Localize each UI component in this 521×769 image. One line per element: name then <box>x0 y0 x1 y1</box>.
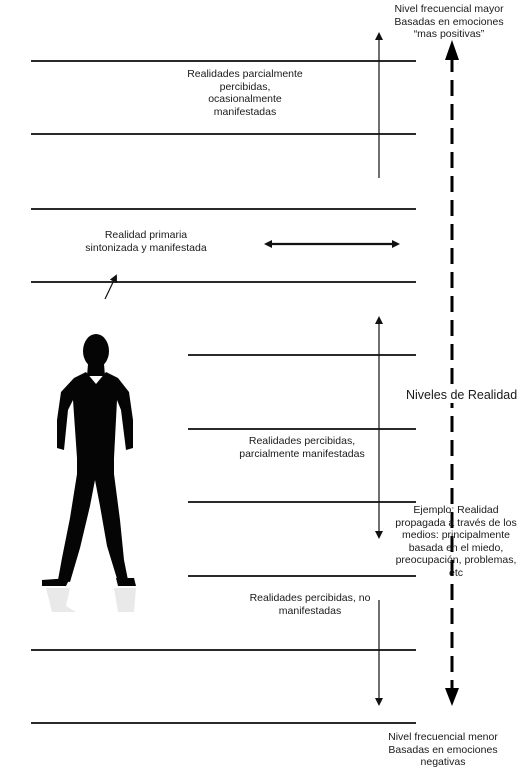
example-line-2: propagada a través de los <box>395 516 517 529</box>
bottom-label-line-3: negativas <box>420 756 466 768</box>
frequency-axis-head-top <box>445 40 459 60</box>
bottom-label-line-2: Basadas en emociones <box>388 743 498 756</box>
example-line-1: Ejemplo: Realidad <box>413 504 499 516</box>
bottom-label-line-1: Nivel frecuencial menor <box>388 731 498 743</box>
band-2-line-2: sintonizada y manifestada <box>85 241 207 254</box>
example-line-4: basada en el miedo, <box>408 541 504 554</box>
level-line-5 <box>188 354 416 356</box>
arrow-to-primary <box>104 274 118 300</box>
band-3-line-1: Realidades percibidas, <box>248 435 356 447</box>
top-frequency-label: Nivel frecuencial mayor Basadas en emoci… <box>378 3 520 41</box>
level-line-2 <box>31 133 416 135</box>
example-line-6: etc <box>448 566 463 579</box>
level-line-9 <box>31 649 416 651</box>
band-text-partially-perceived: Realidades parcialmente percibidas, ocas… <box>170 68 320 118</box>
band-3-line-2: parcialmente manifestadas <box>239 447 365 460</box>
level-line-3 <box>31 208 416 210</box>
bottom-frequency-label: Nivel frecuencial menor Basadas en emoci… <box>368 731 518 769</box>
band-4-line-2: manifestadas <box>278 604 342 617</box>
level-line-10 <box>31 722 416 724</box>
example-text: Ejemplo: Realidad propagada a través de … <box>388 504 521 579</box>
level-line-1 <box>31 60 416 62</box>
levels-of-reality-label: Niveles de Realidad <box>403 387 521 403</box>
band-text-primary-reality: Realidad primaria sintonizada y manifest… <box>66 229 226 254</box>
band-text-perceived-partially-manifested: Realidades percibidas, parcialmente mani… <box>222 435 382 460</box>
level-line-4 <box>31 281 416 283</box>
top-label-line-1: Nivel frecuencial mayor <box>394 3 504 15</box>
level-line-6 <box>188 428 416 430</box>
band-1-line-1: Realidades parcialmente <box>187 68 303 80</box>
band-1-line-4: manifestadas <box>213 105 277 118</box>
band-text-perceived-not-manifested: Realidades percibidas, no manifestadas <box>230 592 390 617</box>
band-1-line-2: percibidas, <box>219 80 271 93</box>
frequency-axis-head-bottom <box>445 688 459 706</box>
example-line-3: medios: principalmente <box>402 529 510 541</box>
band-1-line-3: ocasionalmente <box>208 93 282 105</box>
level-line-7 <box>188 501 416 503</box>
top-label-line-2: Basadas en emociones <box>394 15 504 28</box>
person-silhouette <box>42 334 136 586</box>
person-reflection <box>46 588 136 612</box>
band-4-line-1: Realidades percibidas, no <box>249 592 371 604</box>
example-line-5: preocupación, problemas, <box>395 554 517 566</box>
level-line-8 <box>188 575 416 577</box>
top-label-line-3: “mas positivas” <box>413 28 485 40</box>
band-2-line-1: Realidad primaria <box>104 229 188 241</box>
